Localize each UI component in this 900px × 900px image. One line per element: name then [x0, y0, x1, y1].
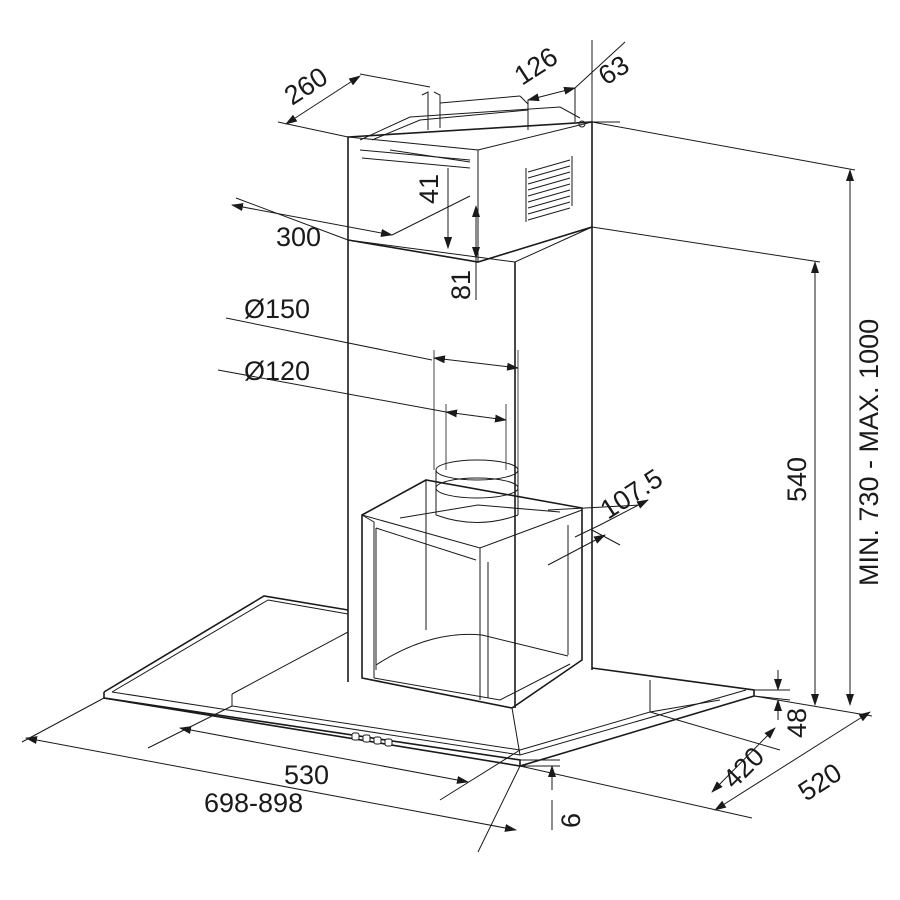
duct-pipe — [433, 350, 519, 523]
hood-base-plate — [103, 595, 755, 767]
dim-label-6: 6 — [556, 813, 586, 828]
chimney — [347, 226, 593, 708]
glass-canopy — [361, 479, 583, 709]
control-button[interactable] — [373, 736, 382, 745]
dim-label-300: 300 — [276, 222, 321, 252]
dim-label-min-max-height: MIN. 730 - MAX. 1000 — [854, 319, 884, 586]
mounting-bracket — [347, 91, 593, 263]
dim-label-48: 48 — [782, 708, 812, 738]
dim-label-107-5: 107.5 — [595, 463, 668, 525]
dim-label-260: 260 — [279, 61, 333, 111]
dim-label-d120: Ø120 — [244, 356, 310, 386]
dim-label-698-898: 698-898 — [204, 788, 303, 818]
control-panel — [351, 732, 393, 747]
dim-label-420: 420 — [717, 741, 770, 794]
dimension-labels: 260 126 63 41 300 81 Ø150 Ø120 107.5 540… — [204, 41, 884, 828]
dim-label-81: 81 — [446, 270, 476, 300]
dim-label-520: 520 — [793, 757, 847, 807]
dimension-lines — [21, 40, 873, 853]
ventilation-slots — [525, 156, 573, 222]
dim-label-41: 41 — [414, 174, 444, 204]
control-button[interactable] — [351, 732, 360, 741]
dim-label-126: 126 — [509, 41, 563, 91]
dim-label-63: 63 — [593, 50, 635, 92]
control-button[interactable] — [362, 734, 371, 743]
dim-label-540: 540 — [782, 457, 812, 502]
dim-label-d150: Ø150 — [244, 294, 310, 324]
dim-label-530: 530 — [284, 760, 329, 790]
control-button[interactable] — [384, 738, 393, 747]
